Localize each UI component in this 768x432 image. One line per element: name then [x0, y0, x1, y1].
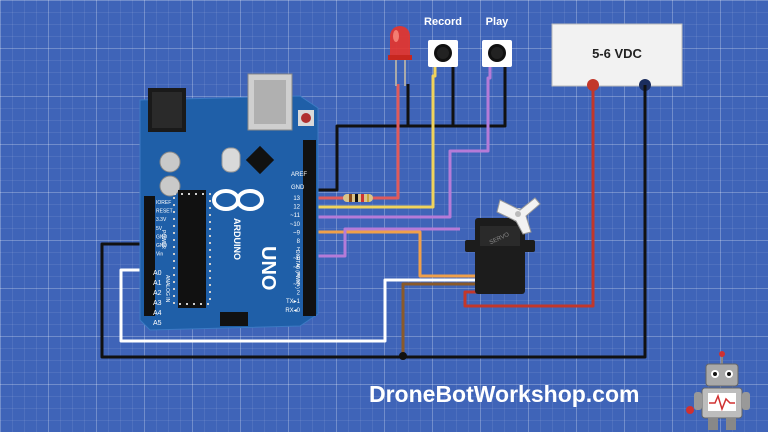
wire-play-to-pin11	[315, 62, 492, 219]
analog-pin-label: A3	[153, 300, 162, 307]
wire-servo-signal	[315, 230, 476, 278]
analog-pin-label: A5	[153, 320, 162, 327]
digital-pin-label: RX◂0	[285, 308, 300, 314]
arduino-uno: ARDUINO UNO 13 12 ~11 ~10 ~9 8 7 ~6 ~5 4 ~3 2TX▸1RX…	[139, 73, 319, 331]
gnd-label: GND	[291, 185, 305, 191]
power-pin-label: IOREF	[156, 200, 171, 206]
wire-resistor-to-led	[372, 187, 400, 200]
wire-servo-ground	[401, 282, 476, 356]
wire-record-to-pin12	[315, 62, 437, 209]
aref-label: AREF	[291, 172, 307, 178]
resistor	[343, 194, 373, 202]
digital-pin-label: ~9	[293, 230, 301, 236]
record-label: Record	[424, 16, 462, 28]
digital-pin-label: 12	[293, 205, 300, 211]
digital-pin-label: 7	[297, 248, 301, 254]
digital-pin-label: 2	[297, 291, 301, 297]
power-supply: 5-6 VDC	[551, 23, 683, 91]
analog-pin-label: A0	[153, 270, 162, 277]
robot-mascot	[686, 351, 750, 430]
ground-junction	[399, 352, 407, 360]
power-pin-label: GND	[156, 243, 168, 249]
digital-header	[303, 140, 316, 316]
servo-motor: SERVO	[465, 197, 541, 294]
digital-pin-label: 8	[297, 239, 301, 245]
power-pin-label: RESET	[156, 209, 173, 215]
digital-pin-label: 4	[297, 273, 301, 279]
digital-pin-label: ~5	[293, 265, 301, 271]
power-supply-label: 5-6 VDC	[592, 46, 642, 61]
digital-pin-label: ~6	[293, 256, 301, 262]
play-pushbutton: Play	[482, 16, 512, 67]
analog-pin-label: A1	[153, 280, 162, 287]
digital-section-label: DIGITAL (PWM~)	[294, 250, 300, 289]
analog-section-label: ANALOG IN	[164, 275, 170, 303]
analog-pin-label: A2	[153, 290, 162, 297]
power-pin-label: 3.3V	[156, 217, 167, 223]
arduino-logo	[212, 189, 264, 211]
power-pin-label: Vin	[156, 252, 163, 258]
power-pin-label: GND	[156, 234, 168, 240]
brand-text: ARDUINO	[232, 218, 242, 260]
reset-button	[301, 113, 311, 123]
power-pin-label: 5V	[156, 226, 163, 232]
wire-common-ground	[100, 85, 647, 359]
power-pin-labels: IOREF RESET 3.3V 5V GND GND Vin	[156, 200, 173, 258]
digital-pin-label: TX▸1	[286, 299, 301, 305]
digital-pin-label: ~11	[290, 213, 300, 219]
play-label: Play	[486, 16, 510, 28]
analog-pin-label: A4	[153, 310, 162, 317]
atmega-chip	[178, 190, 206, 308]
digital-pin-labels: 13 12 ~11 ~10 ~9 8 7 ~6 ~5 4 ~3 2TX▸1RX◂0	[285, 196, 300, 314]
power-analog-header	[144, 196, 155, 316]
wire-supply-positive	[463, 85, 595, 308]
power-section-label: POWER	[160, 230, 166, 249]
wires	[100, 60, 647, 360]
wire-a0-feedback	[119, 268, 476, 343]
website-label: DroneBotWorkshop.com	[369, 381, 639, 407]
wire-gnd-to-buttons	[315, 60, 507, 192]
digital-pin-label: ~10	[290, 222, 301, 228]
red-led	[388, 26, 412, 86]
digital-pin-label: ~3	[293, 282, 301, 288]
wire-servo-feedback	[315, 227, 460, 258]
digital-pin-label: 13	[293, 196, 300, 202]
record-pushbutton: Record	[424, 16, 462, 67]
model-text: UNO	[257, 246, 279, 290]
